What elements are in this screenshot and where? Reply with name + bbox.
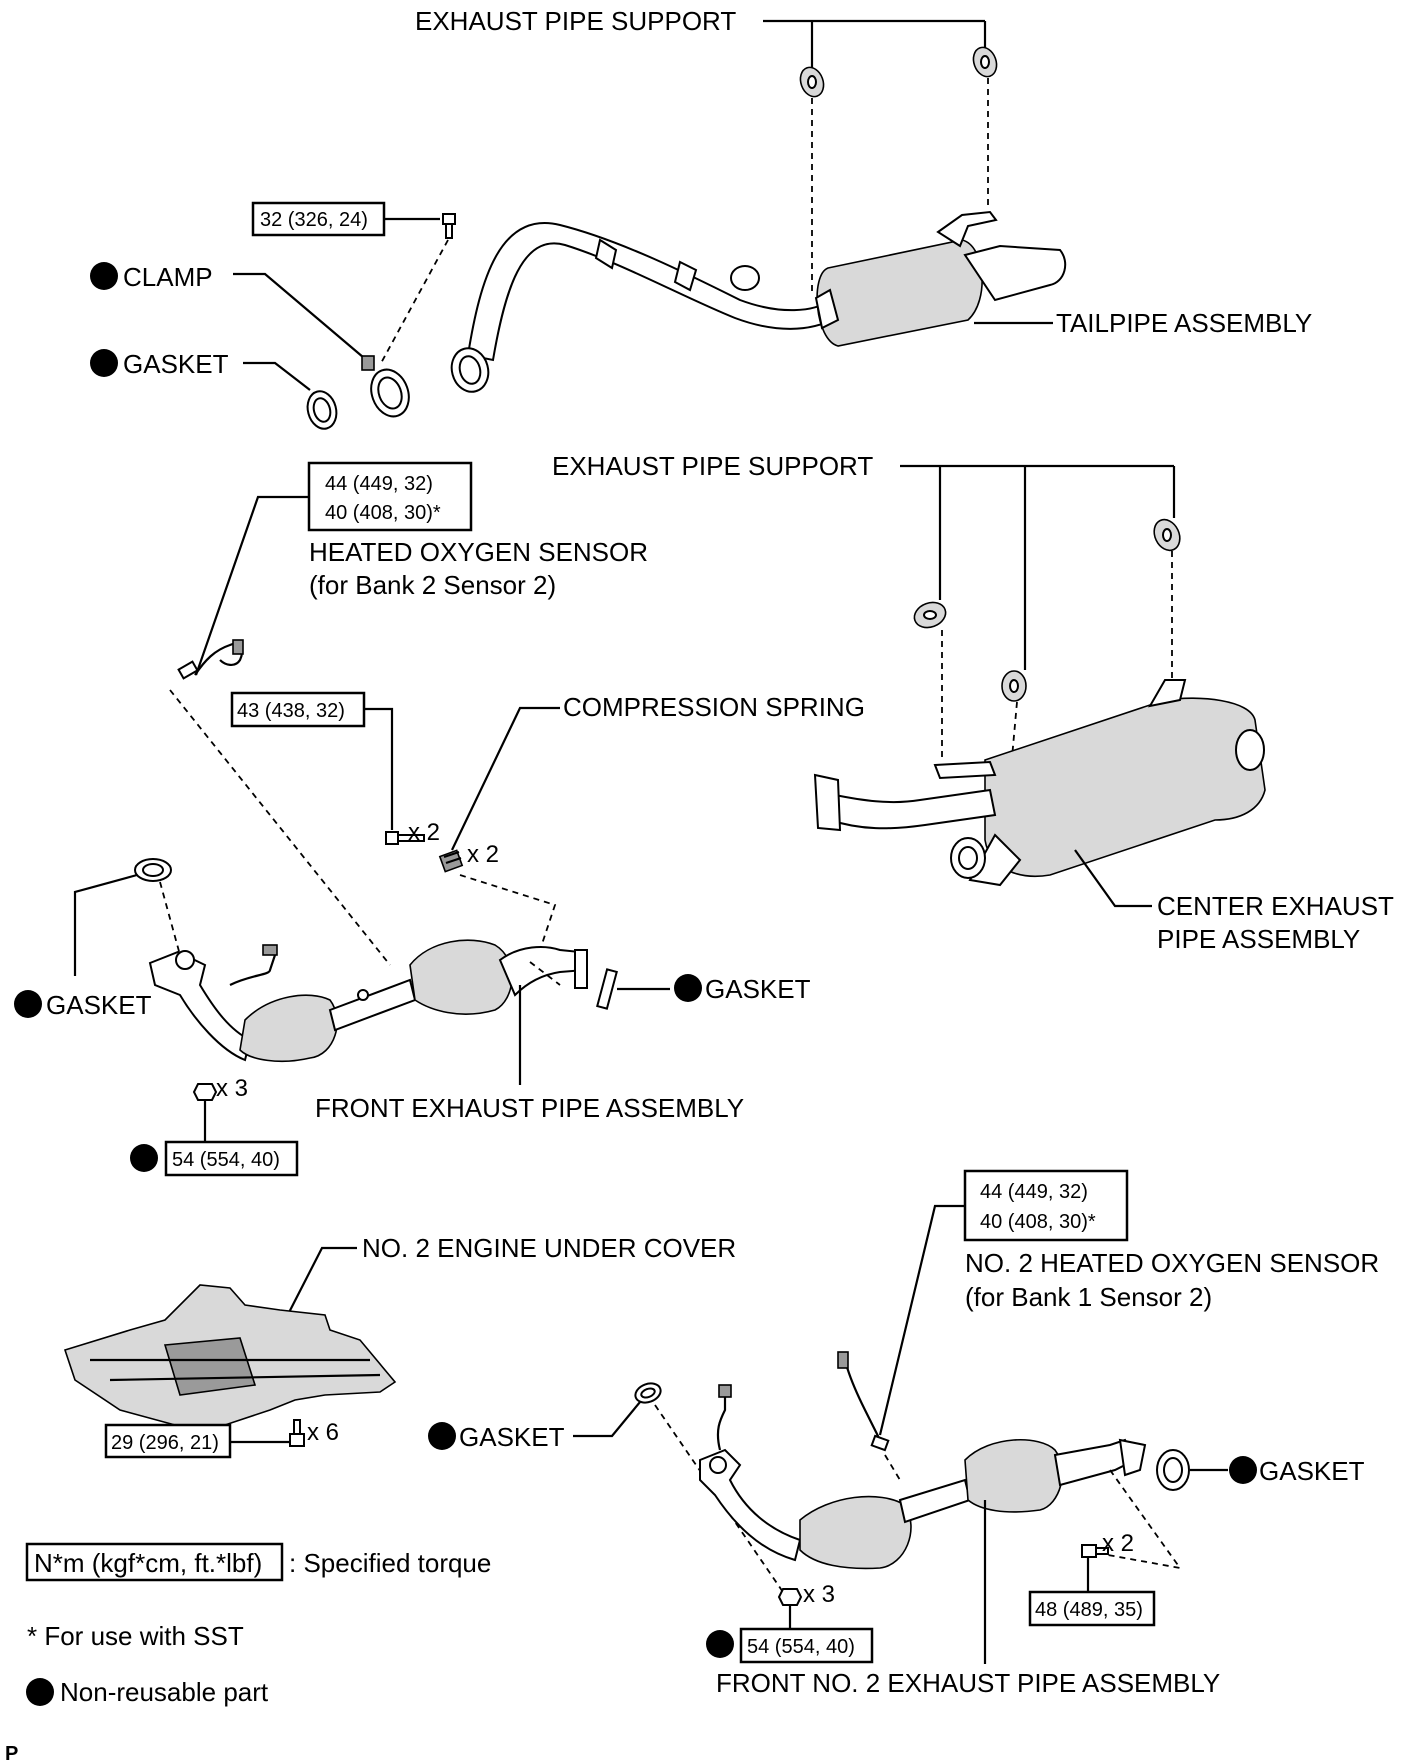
torque-box xyxy=(739,1627,874,1664)
torque-front-no2-bolt: 48 (489, 35) xyxy=(1035,1599,1143,1621)
front-exhaust-pipe-part xyxy=(148,939,588,1063)
engine-under-cover-section: NO. 2 ENGINE UNDER COVER 29 (296, 21) x … xyxy=(63,1233,736,1459)
clamp-part xyxy=(361,355,410,418)
legend-non-reusable: Non-reusable part xyxy=(60,1677,269,1707)
torque-front-no2-nut: 54 (554, 40) xyxy=(747,1636,855,1658)
label-gasket-top: GASKET xyxy=(123,349,229,379)
torque-box xyxy=(963,1169,1129,1242)
exhaust-pipe-support-part xyxy=(913,601,947,629)
label-exhaust-pipe-support-mid: EXHAUST PIPE SUPPORT xyxy=(552,451,873,481)
non-reusable-icon xyxy=(26,1678,54,1706)
figure-code: P xyxy=(5,1743,18,1763)
nut-icon xyxy=(777,1588,803,1606)
non-reusable-icon xyxy=(90,262,118,290)
compression-spring-part xyxy=(438,849,464,873)
non-reusable-icon xyxy=(14,990,42,1018)
gasket-part xyxy=(306,390,338,430)
label-front-no2-exhaust-pipe: FRONT NO. 2 EXHAUST PIPE ASSEMBLY xyxy=(716,1668,1220,1698)
heated-oxygen-sensor-part xyxy=(177,639,244,680)
nut-icon xyxy=(192,1083,218,1101)
label-exhaust-pipe-support-top: EXHAUST PIPE SUPPORT xyxy=(415,6,736,36)
torque-front-nut: 54 (554, 40) xyxy=(172,1149,280,1171)
torque-sensor-b2s2-2: 40 (408, 30)* xyxy=(325,502,441,524)
center-exhaust-pipe-part xyxy=(813,679,1266,887)
gasket-part xyxy=(596,968,618,1010)
bolt-icon xyxy=(385,831,425,845)
torque-sensor-b2s2-1: 44 (449, 32) xyxy=(325,473,433,495)
torque-cover-bolt: 29 (296, 21) xyxy=(111,1432,219,1454)
non-reusable-icon xyxy=(1229,1456,1257,1484)
qty-front-no2-nut: x 3 xyxy=(803,1581,835,1608)
label-center-exhaust-2: PIPE ASSEMBLY xyxy=(1157,924,1360,954)
front-no2-exhaust-section: 44 (449, 32) 40 (408, 30)* NO. 2 HEATED … xyxy=(428,1169,1379,1698)
front-no2-exhaust-pipe-part xyxy=(699,1384,1147,1570)
label-front-exhaust-pipe: FRONT EXHAUST PIPE ASSEMBLY xyxy=(315,1093,744,1123)
tailpipe-assembly-part xyxy=(450,210,1067,393)
qty-front-no2-bolt: x 2 xyxy=(1102,1530,1134,1557)
legend-torque-unit: N*m (kgf*cm, ft.*lbf) xyxy=(34,1548,262,1578)
legend-torque-desc: : Specified torque xyxy=(289,1548,491,1578)
label-gasket-left: GASKET xyxy=(46,990,152,1020)
label-gasket-no2-left: GASKET xyxy=(459,1422,565,1452)
bolt-icon xyxy=(289,1419,305,1447)
gasket-part xyxy=(134,858,172,882)
legend-torque-box xyxy=(25,1542,284,1582)
label-gasket-right: GASKET xyxy=(705,974,811,1004)
bolt-icon xyxy=(442,213,456,239)
torque-spring-bolt: 43 (438, 32) xyxy=(237,700,345,722)
label-heated-oxygen-sensor: HEATED OXYGEN SENSOR xyxy=(309,537,648,567)
torque-sensor-b1s2-1: 44 (449, 32) xyxy=(980,1181,1088,1203)
non-reusable-icon xyxy=(90,349,118,377)
label-compression-spring: COMPRESSION SPRING xyxy=(563,692,865,722)
gasket-part xyxy=(634,1382,662,1404)
engine-under-cover-part xyxy=(63,1284,397,1426)
label-gasket-no2-right: GASKET xyxy=(1259,1456,1365,1486)
exhaust-pipe-support-part xyxy=(1001,670,1027,702)
torque-box xyxy=(251,201,386,237)
center-exhaust-section: EXHAUST PIPE SUPPORT xyxy=(552,451,1394,954)
qty-spring-bolt: x 2 xyxy=(408,819,440,846)
label-no2-heated-oxygen-sensor-sub: (for Bank 1 Sensor 2) xyxy=(965,1282,1212,1312)
non-reusable-icon xyxy=(130,1144,158,1172)
no2-heated-oxygen-sensor-part xyxy=(837,1351,890,1452)
qty-front-nut: x 3 xyxy=(216,1075,248,1102)
non-reusable-icon xyxy=(428,1422,456,1450)
label-heated-oxygen-sensor-sub: (for Bank 2 Sensor 2) xyxy=(309,570,556,600)
torque-box xyxy=(104,1423,232,1459)
label-no2-engine-under-cover: NO. 2 ENGINE UNDER COVER xyxy=(362,1233,736,1263)
exhaust-pipe-support-part xyxy=(972,46,998,78)
label-clamp: CLAMP xyxy=(123,262,213,292)
torque-sensor-b1s2-2: 40 (408, 30)* xyxy=(980,1211,1096,1233)
torque-box xyxy=(164,1140,299,1177)
exhaust-pipe-support-part xyxy=(799,66,825,98)
torque-box xyxy=(1028,1590,1156,1627)
legend: N*m (kgf*cm, ft.*lbf) : Specified torque… xyxy=(5,1542,491,1763)
front-exhaust-section: 44 (449, 32) 40 (408, 30)* HEATED OXYGEN… xyxy=(14,461,865,1177)
legend-sst-note: * For use with SST xyxy=(27,1621,244,1651)
non-reusable-icon xyxy=(706,1630,734,1658)
label-no2-heated-oxygen-sensor: NO. 2 HEATED OXYGEN SENSOR xyxy=(965,1248,1379,1278)
gasket-part xyxy=(1156,1449,1190,1491)
torque-box xyxy=(307,461,473,532)
torque-clamp-bolt: 32 (326, 24) xyxy=(260,209,368,231)
qty-cover-bolt: x 6 xyxy=(307,1419,339,1446)
label-center-exhaust-1: CENTER EXHAUST xyxy=(1157,891,1394,921)
non-reusable-icon xyxy=(674,974,702,1002)
bolt-icon xyxy=(1081,1544,1109,1558)
tailpipe-section: EXHAUST PIPE SUPPORT xyxy=(90,6,1312,430)
label-tailpipe-assembly: TAILPIPE ASSEMBLY xyxy=(1056,308,1312,338)
qty-compression-spring: x 2 xyxy=(467,841,499,868)
exhaust-pipe-support-part xyxy=(1153,518,1181,552)
torque-box xyxy=(230,691,366,728)
